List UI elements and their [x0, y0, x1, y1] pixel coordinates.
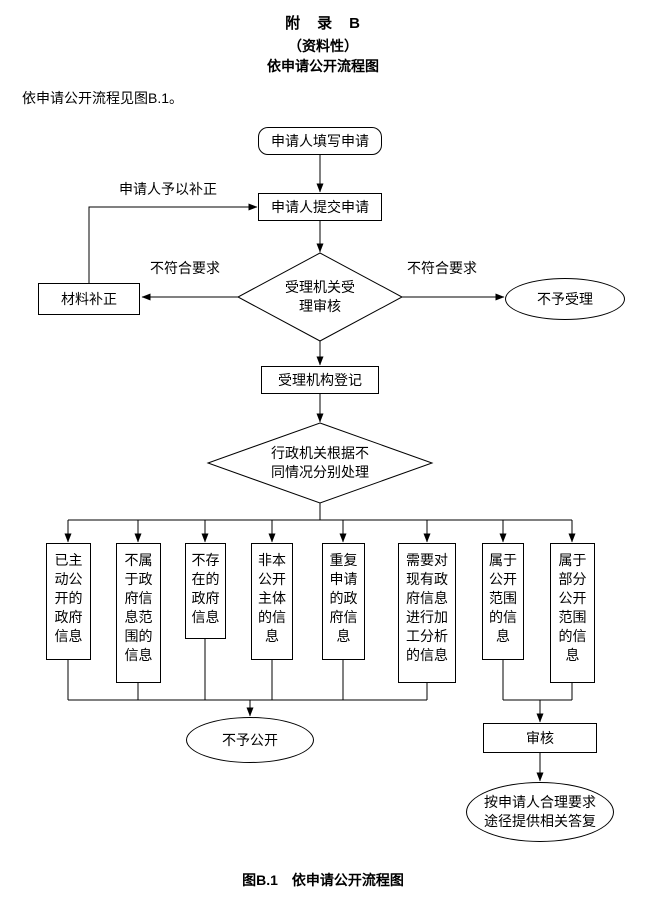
flow-node-fill-application: 申请人填写申请: [258, 127, 382, 155]
decision-accept-review-text: 受理机关受 理审核: [285, 279, 355, 314]
connector-lines: [64, 155, 576, 782]
intro-text: 依申请公开流程见图B.1。: [22, 90, 184, 106]
appendix-heading: 依申请公开流程图: [267, 58, 379, 74]
figure-caption: 图B.1 依申请公开流程图: [242, 872, 404, 888]
category-box-already-disclosed: 已主 动公 开的 政府 信息: [46, 543, 91, 660]
edge-label-not-meet-right: 不符合要求: [407, 260, 477, 276]
flow-node-submit-application: 申请人提交申请: [258, 193, 382, 221]
terminal-not-accepted: 不予受理: [505, 278, 625, 320]
flow-node-audit: 审核: [483, 723, 597, 753]
flow-node-register: 受理机构登记: [261, 366, 379, 394]
terminal-reply: 按申请人合理要求 途径提供相关答复: [466, 782, 614, 842]
decision-dispatch-text: 行政机关根据不 同情况分别处理: [271, 445, 369, 480]
appendix-subtitle: （资料性）: [288, 38, 358, 54]
category-box-not-this-subject: 非本 公开 主体 的信 息: [251, 543, 293, 660]
edge-label-resubmit: 申请人予以补正: [119, 181, 217, 197]
flow-node-material-correction: 材料补正: [38, 283, 140, 315]
category-box-nonexistent: 不存 在的 政府 信息: [185, 543, 226, 639]
terminal-no-disclosure: 不予公开: [186, 717, 314, 763]
category-box-not-gov-info: 不属 于政 府信 息范 围的 信息: [116, 543, 161, 683]
appendix-title: 附 录 B: [285, 15, 361, 32]
category-box-disclosable: 属于 公开 范围 的信 息: [482, 543, 524, 660]
category-box-partially-disclosable: 属于 部分 公开 范围 的信 息: [550, 543, 595, 683]
category-box-repeated-request: 重复 申请 的政 府信 息: [322, 543, 365, 660]
category-box-needs-processing: 需要对 现有政 府信息 进行加 工分析 的信息: [398, 543, 456, 683]
edge-label-not-meet-left: 不符合要求: [150, 260, 220, 276]
